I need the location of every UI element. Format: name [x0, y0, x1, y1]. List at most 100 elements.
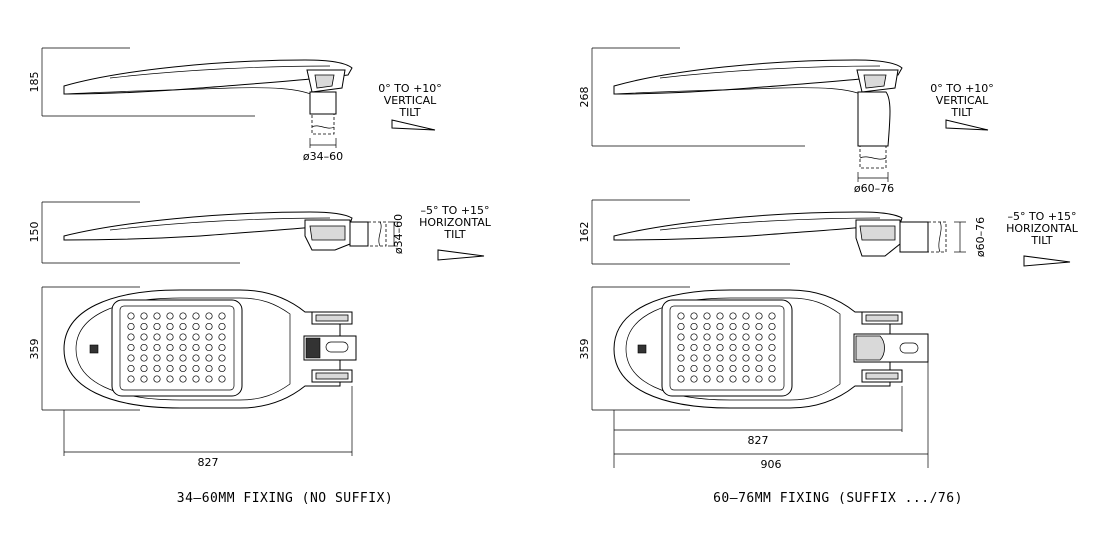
- led-icon: [742, 343, 750, 352]
- left-indicator-icon: [89, 344, 99, 354]
- led-icon: [768, 333, 776, 341]
- left-horizontal-tilt-icon: [437, 249, 485, 261]
- led-icon: [179, 354, 187, 362]
- led-icon: [218, 364, 226, 373]
- led-icon: [677, 322, 685, 331]
- led-icon: [205, 354, 213, 362]
- led-icon: [166, 354, 174, 362]
- left-side-pipe-dim: ø34–60: [303, 150, 343, 163]
- led-icon: [690, 364, 698, 373]
- led-icon: [140, 343, 148, 352]
- led-icon: [690, 375, 698, 383]
- left-horizontal-tilt-line2: HORIZONTAL: [419, 216, 492, 229]
- led-icon: [729, 354, 737, 362]
- led-icon: [716, 375, 724, 383]
- left-horizontal-tilt-line3: TILT: [443, 228, 466, 241]
- led-icon: [729, 333, 737, 341]
- led-icon: [768, 322, 776, 331]
- led-icon: [755, 354, 763, 362]
- led-icon: [755, 333, 763, 341]
- led-icon: [205, 333, 213, 341]
- led-icon: [768, 343, 776, 352]
- right-vertical-tilt-line1: 0° TO +10°: [930, 82, 994, 95]
- left-plan-view: 359 827: [28, 286, 357, 469]
- left-vertical-tilt-line1: 0° TO +10°: [378, 82, 442, 95]
- led-icon: [166, 312, 174, 320]
- led-icon: [716, 343, 724, 352]
- led-icon: [742, 322, 750, 331]
- led-icon: [742, 312, 750, 320]
- led-icon: [166, 364, 174, 373]
- right-horizontal-tilt-line3: TILT: [1030, 234, 1053, 247]
- right-top-view: 162 ø60–76 –5° TO +15° HORIZONTAL TILT: [578, 199, 1079, 267]
- led-icon: [179, 312, 187, 320]
- led-icon: [153, 333, 161, 341]
- led-icon: [690, 343, 698, 352]
- led-icon: [703, 375, 711, 383]
- led-icon: [166, 375, 174, 383]
- led-icon: [703, 312, 711, 320]
- led-icon: [690, 354, 698, 362]
- led-icon: [140, 354, 148, 362]
- led-icon: [729, 343, 737, 352]
- led-icon: [742, 364, 750, 373]
- led-icon: [716, 312, 724, 320]
- led-icon: [703, 364, 711, 373]
- led-icon: [703, 322, 711, 331]
- led-icon: [677, 312, 685, 320]
- led-icon: [755, 364, 763, 373]
- led-icon: [729, 375, 737, 383]
- led-icon: [153, 354, 161, 362]
- right-vertical-tilt-line3: TILT: [950, 106, 973, 119]
- left-vertical-tilt-line2: VERTICAL: [384, 94, 437, 107]
- led-icon: [677, 354, 685, 362]
- led-icon: [179, 343, 187, 352]
- led-icon: [205, 343, 213, 352]
- right-variant: 268 ø60–76 0° TO +10° VERTICAL TILT 162: [578, 47, 1079, 506]
- led-icon: [768, 375, 776, 383]
- led-icon: [192, 333, 200, 341]
- led-icon: [690, 333, 698, 341]
- led-icon: [140, 375, 148, 383]
- led-icon: [153, 364, 161, 373]
- led-icon: [677, 364, 685, 373]
- led-icon: [703, 343, 711, 352]
- led-icon: [127, 322, 135, 331]
- led-icon: [218, 322, 226, 331]
- led-icon: [218, 343, 226, 352]
- led-icon: [677, 333, 685, 341]
- left-plan-length-dim: 827: [198, 456, 219, 469]
- left-vertical-tilt-icon: [391, 119, 436, 131]
- led-icon: [690, 312, 698, 320]
- led-icon: [192, 312, 200, 320]
- right-led-array: [677, 312, 776, 383]
- left-side-height-dim: 185: [28, 72, 41, 93]
- led-icon: [192, 375, 200, 383]
- led-icon: [742, 375, 750, 383]
- left-vertical-tilt-line3: TILT: [398, 106, 421, 119]
- led-icon: [218, 312, 226, 320]
- left-led-array: [127, 312, 226, 383]
- led-icon: [716, 322, 724, 331]
- right-horizontal-tilt-icon: [1023, 255, 1071, 267]
- led-icon: [140, 333, 148, 341]
- led-icon: [166, 322, 174, 331]
- right-vertical-tilt-icon: [945, 119, 989, 131]
- left-top-height-dim: 150: [28, 222, 41, 243]
- led-icon: [755, 375, 763, 383]
- led-icon: [716, 333, 724, 341]
- left-plan-width-dim: 359: [28, 339, 41, 360]
- led-icon: [205, 322, 213, 331]
- led-icon: [755, 312, 763, 320]
- led-icon: [742, 333, 750, 341]
- right-plan-width-dim: 359: [578, 339, 591, 360]
- led-icon: [703, 354, 711, 362]
- right-vertical-tilt-line2: VERTICAL: [936, 94, 989, 107]
- left-caption: 34–60MM FIXING (NO SUFFIX): [177, 491, 394, 506]
- led-icon: [703, 333, 711, 341]
- led-icon: [127, 354, 135, 362]
- led-icon: [218, 333, 226, 341]
- led-icon: [218, 354, 226, 362]
- left-horizontal-tilt-line1: –5° TO +15°: [420, 204, 489, 217]
- led-icon: [127, 312, 135, 320]
